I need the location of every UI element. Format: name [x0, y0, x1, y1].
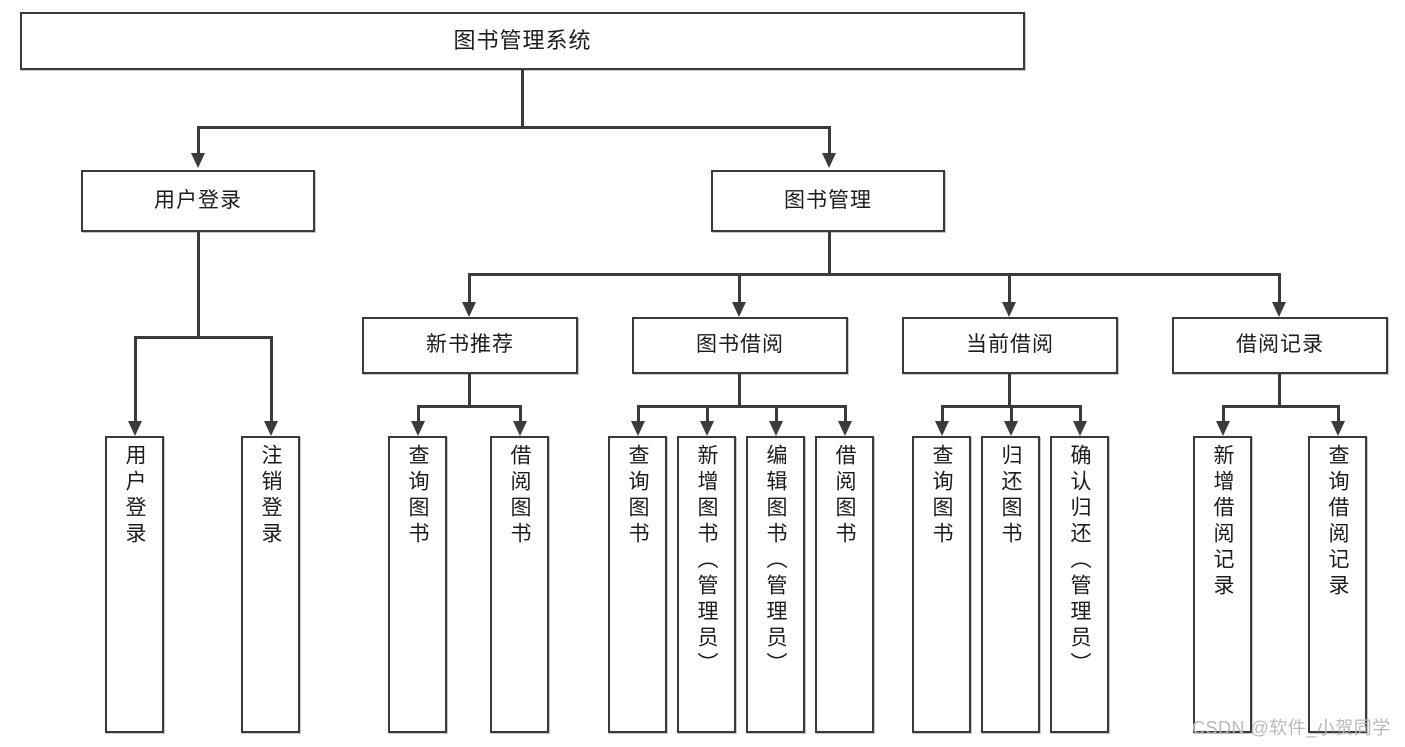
arrow-to-leaf-query-book-3 [935, 421, 949, 436]
connector-borrow-record-stem [1278, 374, 1281, 405]
connector-drop-new-book-recommend [468, 273, 471, 302]
connector-root-drop-book-manage [828, 126, 831, 153]
connector-root-bus [197, 126, 830, 129]
node-label: 借阅记录 [1236, 333, 1324, 357]
connector-book-manage-stem [828, 232, 831, 273]
connector-br-drop-1 [1222, 405, 1225, 421]
connector-user-login-drop-1 [134, 336, 137, 421]
node-leaf-query-book-1[interactable]: 查询图书 [388, 436, 447, 733]
node-label: 查询图书 [930, 444, 953, 548]
connector-book-borrow-stem [738, 374, 741, 405]
node-label: 用户登录 [123, 444, 146, 548]
connector-new-book-recommend-bus [417, 405, 522, 408]
connector-drop-borrow-record [1278, 273, 1281, 302]
node-root-system[interactable]: 图书管理系统 [20, 12, 1025, 70]
connector-book-borrow-bus [637, 405, 844, 408]
arrow-to-book-manage [822, 153, 836, 168]
node-label: 查询借阅记录 [1326, 444, 1349, 600]
node-new-book-recommend[interactable]: 新书推荐 [362, 317, 578, 374]
arrow-to-borrow-record [1272, 302, 1286, 317]
node-leaf-query-book-2[interactable]: 查询图书 [608, 436, 667, 733]
connector-nbr-drop-1 [417, 405, 420, 421]
node-leaf-query-book-3[interactable]: 查询图书 [912, 436, 971, 733]
connector-user-login-bus [134, 336, 272, 339]
node-book-manage[interactable]: 图书管理 [711, 170, 945, 232]
connector-user-login-stem [197, 232, 200, 336]
arrow-to-leaf-borrow-book-2 [838, 421, 852, 436]
connector-root-drop-user-login [197, 126, 200, 153]
connector-nbr-drop-2 [519, 405, 522, 421]
connector-bb-drop-3 [775, 405, 778, 421]
node-label: 编辑图书（管理员） [764, 444, 787, 678]
connector-cb-drop-3 [1079, 405, 1082, 421]
node-leaf-edit-book[interactable]: 编辑图书（管理员） [746, 436, 805, 733]
connector-root-stem [521, 70, 524, 126]
node-leaf-return-book[interactable]: 归还图书 [981, 436, 1040, 733]
connector-drop-current-borrow [1008, 273, 1011, 302]
csdn-watermark: CSDN @软件_小贺同学 [1192, 718, 1391, 738]
arrow-to-leaf-add-record [1216, 421, 1230, 436]
node-label: 新书推荐 [426, 333, 514, 357]
connector-br-drop-2 [1337, 405, 1340, 421]
connector-bb-drop-2 [706, 405, 709, 421]
connector-drop-book-borrow [738, 273, 741, 302]
connector-borrow-record-bus [1222, 405, 1337, 408]
node-leaf-add-book[interactable]: 新增图书（管理员） [677, 436, 736, 733]
node-user-login[interactable]: 用户登录 [81, 170, 315, 232]
node-label: 图书管理系统 [453, 28, 592, 54]
connector-cb-drop-2 [1010, 405, 1013, 421]
arrow-to-leaf-borrow-book-1 [513, 421, 527, 436]
node-label: 新增借阅记录 [1211, 444, 1234, 600]
node-label: 当前借阅 [966, 333, 1054, 357]
node-leaf-add-record[interactable]: 新增借阅记录 [1193, 436, 1252, 733]
node-leaf-borrow-book-1[interactable]: 借阅图书 [490, 436, 549, 733]
node-book-borrow[interactable]: 图书借阅 [632, 317, 848, 374]
arrow-to-leaf-return-book [1004, 421, 1018, 436]
node-leaf-user-logout[interactable]: 注销登录 [241, 436, 300, 733]
connector-current-borrow-stem [1008, 374, 1011, 405]
node-leaf-user-login[interactable]: 用户登录 [105, 436, 164, 733]
arrow-to-book-borrow [732, 302, 746, 317]
node-borrow-record[interactable]: 借阅记录 [1172, 317, 1388, 374]
arrow-to-current-borrow [1002, 302, 1016, 317]
arrow-to-leaf-user-login [128, 421, 142, 436]
node-label: 用户登录 [154, 188, 242, 212]
node-label: 确认归还（管理员） [1068, 444, 1091, 678]
node-label: 图书管理 [784, 188, 872, 212]
arrow-to-new-book-recommend [462, 302, 476, 317]
connector-new-book-recommend-stem [468, 374, 471, 405]
node-leaf-borrow-book-2[interactable]: 借阅图书 [815, 436, 874, 733]
arrow-to-leaf-confirm-return [1073, 421, 1087, 436]
arrow-to-leaf-query-book-1 [411, 421, 425, 436]
node-current-borrow[interactable]: 当前借阅 [902, 317, 1118, 374]
node-label: 查询图书 [626, 444, 649, 548]
connector-bb-drop-4 [844, 405, 847, 421]
arrow-to-leaf-edit-book [769, 421, 783, 436]
node-label: 借阅图书 [833, 444, 856, 548]
arrow-to-leaf-add-book [700, 421, 714, 436]
connector-user-login-drop-2 [270, 336, 273, 421]
node-leaf-query-record[interactable]: 查询借阅记录 [1308, 436, 1367, 733]
node-label: 查询图书 [406, 444, 429, 548]
node-label: 归还图书 [999, 444, 1022, 548]
arrow-to-leaf-query-book-2 [631, 421, 645, 436]
node-label: 注销登录 [259, 444, 282, 548]
connector-book-manage-bus [468, 273, 1280, 276]
node-leaf-confirm-return[interactable]: 确认归还（管理员） [1050, 436, 1109, 733]
node-label: 图书借阅 [696, 333, 784, 357]
connector-cb-drop-1 [941, 405, 944, 421]
arrow-to-user-login [191, 153, 205, 168]
node-label: 新增图书（管理员） [695, 444, 718, 678]
arrow-to-leaf-user-logout [264, 421, 278, 436]
node-label: 借阅图书 [508, 444, 531, 548]
arrow-to-leaf-query-record [1331, 421, 1345, 436]
connector-bb-drop-1 [637, 405, 640, 421]
